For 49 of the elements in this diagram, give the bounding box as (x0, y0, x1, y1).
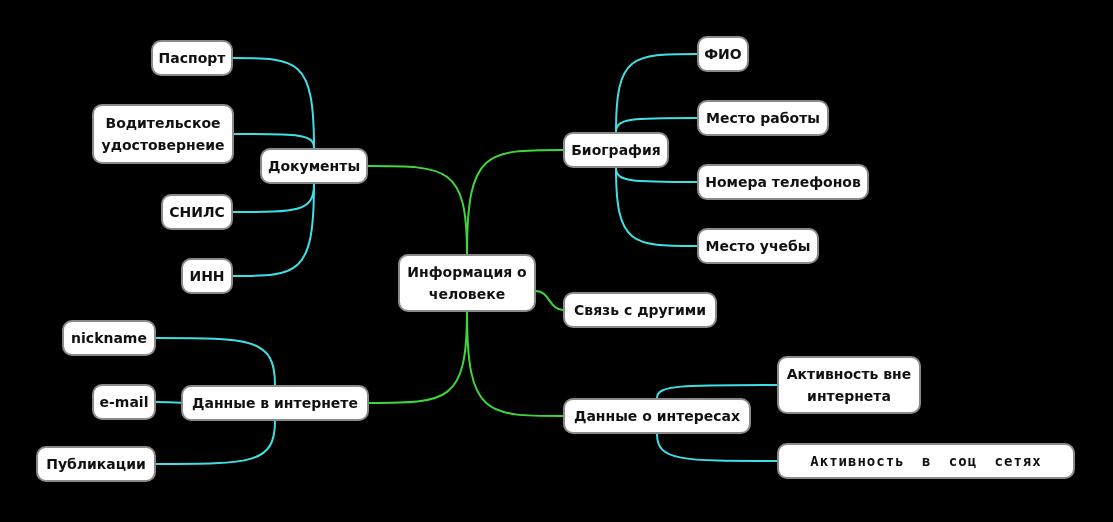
topic-box (36, 446, 156, 482)
topic-box (697, 36, 749, 72)
topic-text: Публикации (46, 455, 146, 474)
topic-box (563, 292, 717, 328)
topic-text: Данные в интернете (192, 394, 358, 413)
topic-box (697, 164, 869, 200)
topic-box (151, 40, 233, 76)
topic-text: Документы (267, 157, 361, 176)
topic-text: Данные о интересах (573, 407, 741, 426)
connector-line (656, 384, 778, 399)
topic-text: Место учебы (705, 237, 811, 256)
topic-box (181, 385, 369, 421)
topic-text: Активность в соц сетях (810, 452, 1042, 471)
topic-box (563, 132, 669, 168)
topic-text: ФИО (704, 45, 742, 64)
topic-box (92, 384, 156, 420)
topic-text: nickname (71, 329, 147, 348)
topic-text: ИНН (189, 267, 225, 286)
topic-box (777, 356, 921, 414)
topic-box (777, 443, 1075, 479)
topic-text: Номера телефонов (705, 173, 861, 192)
connector-line (466, 149, 564, 255)
topic-text: Место работы (706, 109, 820, 128)
connector-line (615, 117, 698, 133)
connector-line (155, 401, 182, 404)
connector-line (656, 433, 778, 462)
topic-box (260, 148, 368, 184)
connector-line (155, 420, 276, 465)
connector-line (535, 290, 564, 311)
topic-text: Биография (571, 141, 661, 160)
topic-text: Водительское удостовернеие (100, 114, 226, 155)
topic-text: Связь с другими (574, 301, 706, 320)
topic-box (161, 194, 233, 230)
topic-text: Паспорт (158, 49, 226, 68)
topic-text: e-mail (99, 393, 149, 412)
connector-line (615, 167, 698, 247)
topic-box (92, 104, 234, 164)
connector-line (155, 337, 276, 386)
topic-box (181, 258, 233, 294)
topic-text: Информация о человеке (406, 263, 528, 304)
connector-line (232, 183, 315, 277)
connector-line (233, 133, 315, 149)
topic-box (697, 228, 819, 264)
topic-text: Активность вне интернета (785, 365, 913, 406)
topic-box (697, 100, 829, 136)
topic-text: СНИЛС (169, 203, 225, 222)
topic-box (62, 320, 156, 356)
topic-box (398, 254, 536, 312)
topic-box (563, 398, 751, 434)
